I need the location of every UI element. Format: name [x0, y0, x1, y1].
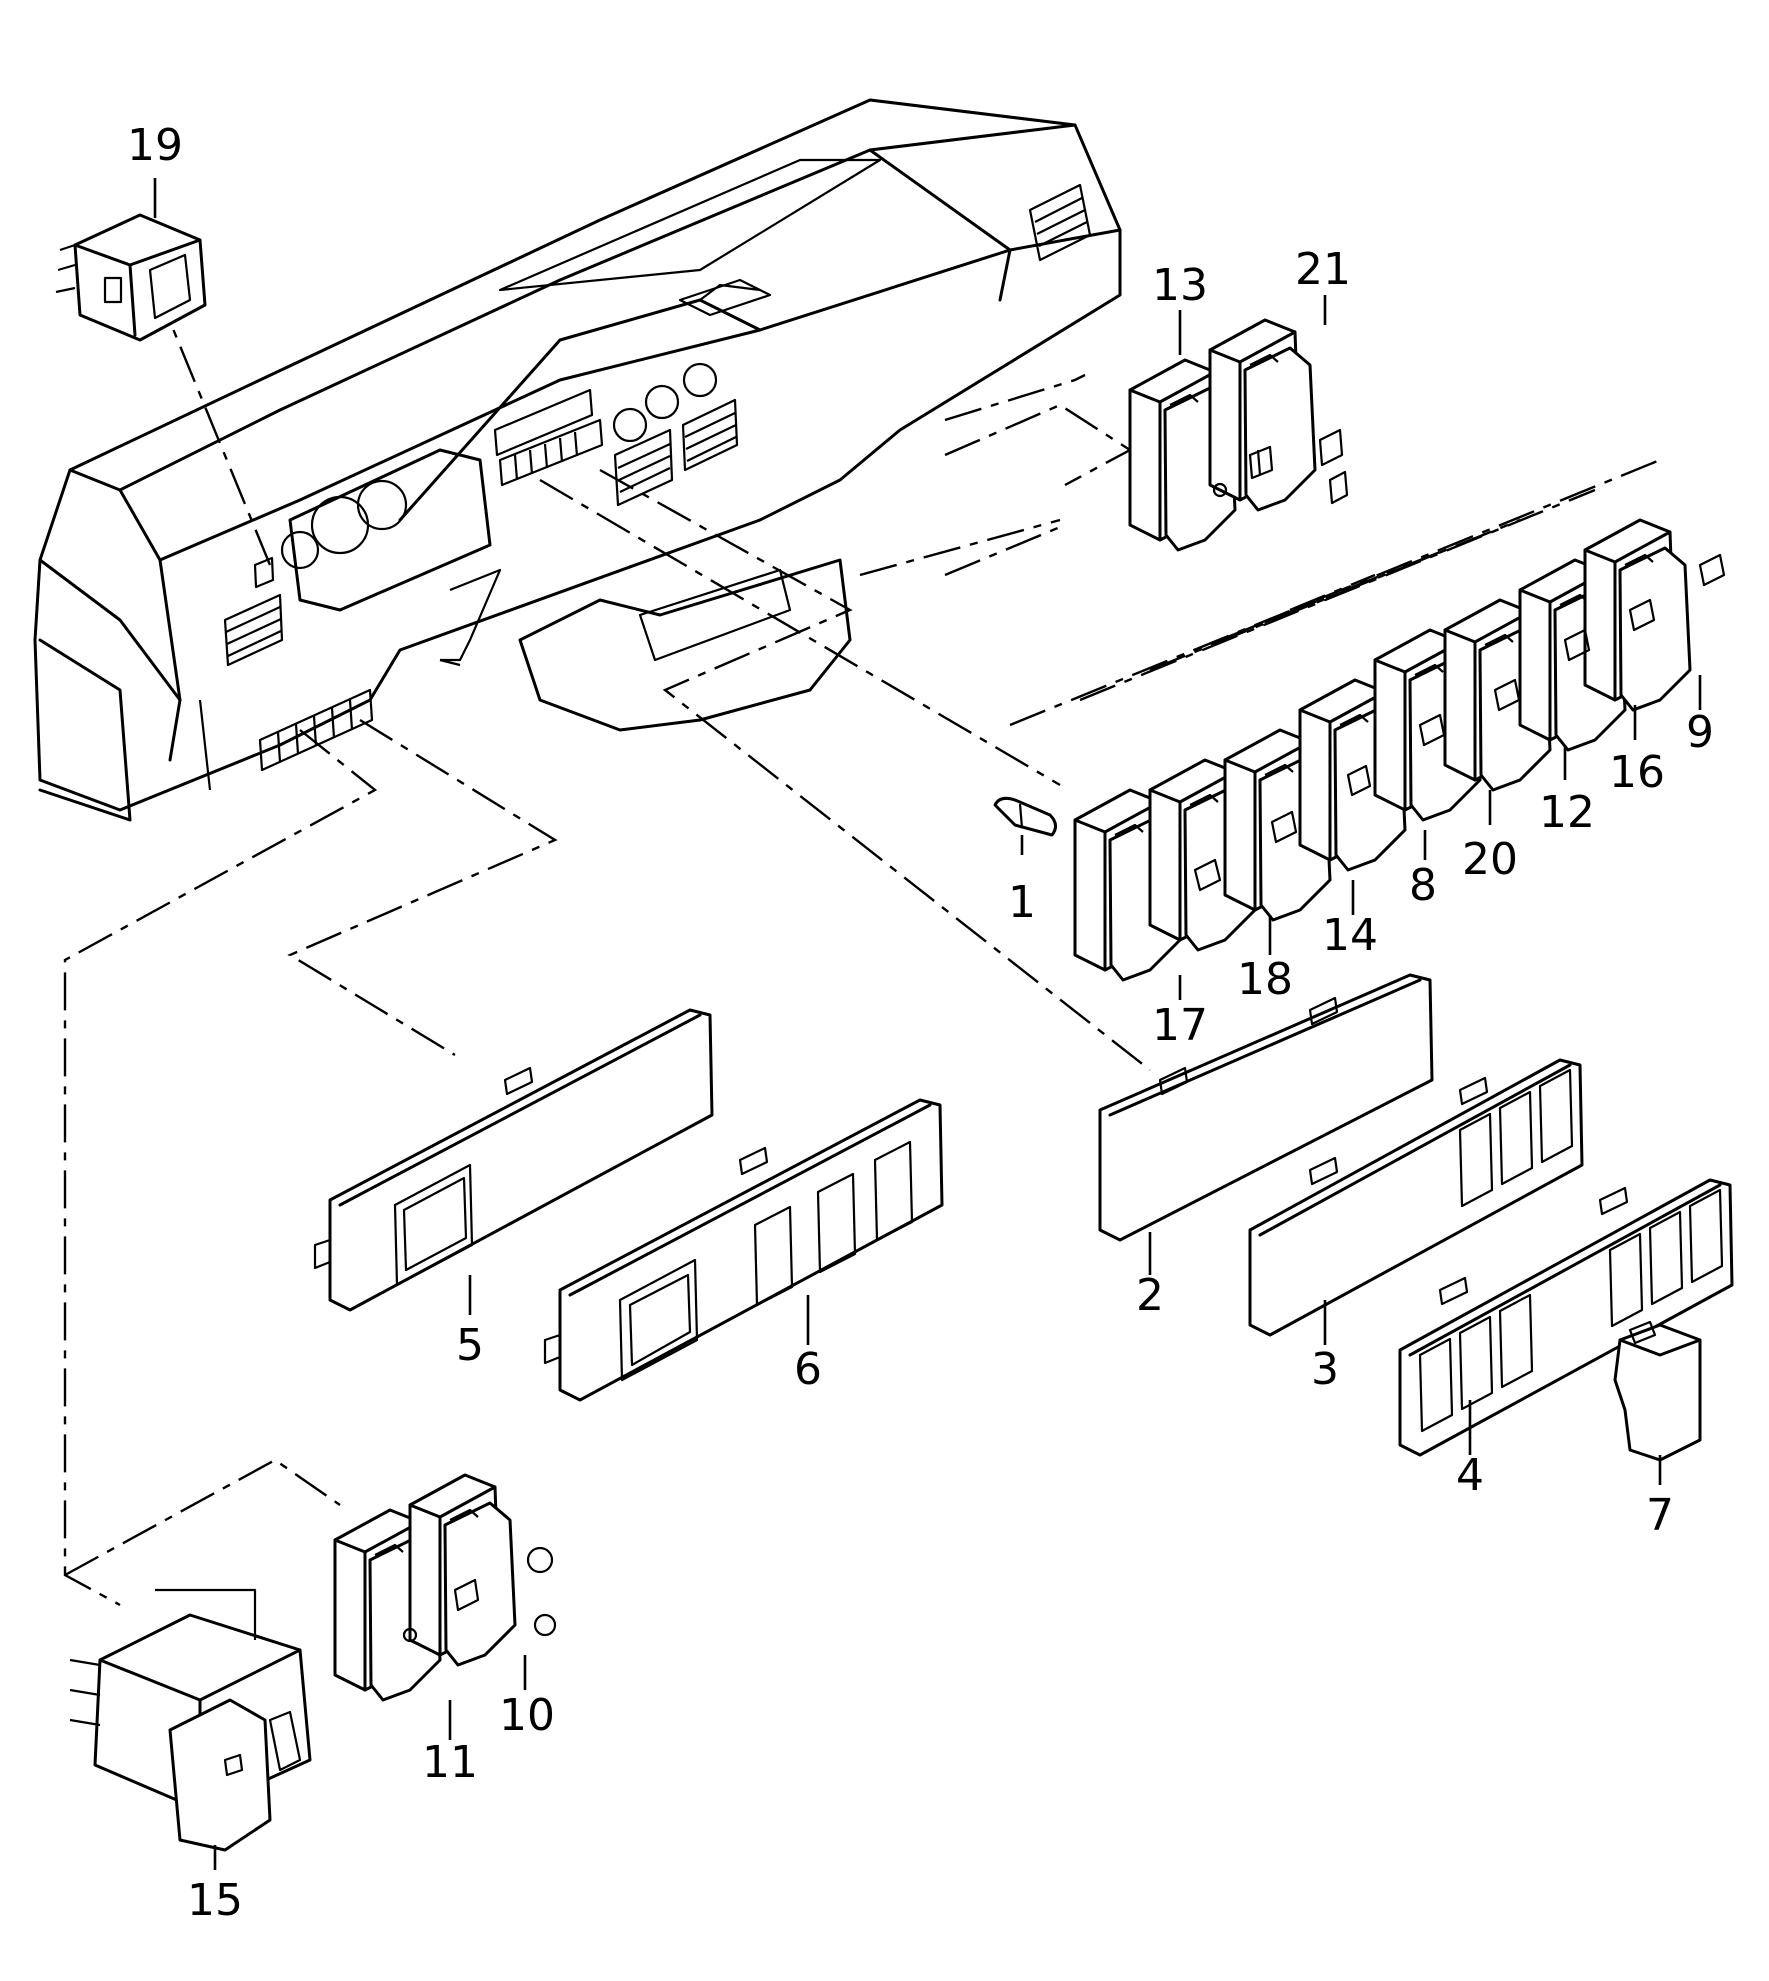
callout-16: 16	[1609, 747, 1665, 798]
part-1-bulb	[993, 796, 1057, 837]
callout-13: 13	[1152, 260, 1208, 311]
panels-2-3-4	[1098, 973, 1734, 1457]
switch-row-assembly	[1073, 518, 1726, 982]
callout-1: 1	[1008, 877, 1036, 928]
callout-4: 4	[1456, 1450, 1484, 1501]
callout-18: 18	[1237, 954, 1293, 1005]
callout-14: 14	[1322, 910, 1378, 961]
callout-11: 11	[422, 1737, 478, 1788]
callout-20: 20	[1462, 834, 1518, 885]
panels-5-6	[313, 1008, 944, 1402]
parts-15-11-10-switches	[69, 1473, 557, 1852]
callout-9: 9	[1686, 707, 1714, 758]
callout-3: 3	[1311, 1344, 1339, 1395]
part-19-switch	[55, 213, 207, 342]
assembly-leader-lines	[63, 284, 1661, 1607]
dashboard-assembly	[33, 98, 1122, 822]
callout-17: 17	[1152, 1000, 1208, 1051]
callout-10: 10	[499, 1690, 555, 1741]
parts-13-21-switches	[1128, 318, 1349, 552]
callout-15: 15	[187, 1875, 243, 1926]
callout-21: 21	[1295, 244, 1351, 295]
callout-numbers: 19 13 21 1 17 18 14 8 20 12 16 9 5 6 2 3…	[127, 120, 1714, 1926]
callout-12: 12	[1539, 787, 1595, 838]
callout-8: 8	[1409, 860, 1437, 911]
callout-6: 6	[794, 1344, 822, 1395]
part-7-blank-cap	[1613, 1320, 1702, 1462]
callout-5: 5	[456, 1320, 484, 1371]
callout-2: 2	[1136, 1270, 1164, 1321]
callout-leader-lines	[153, 178, 1702, 1870]
callout-19: 19	[127, 120, 183, 171]
callout-7: 7	[1646, 1490, 1674, 1541]
